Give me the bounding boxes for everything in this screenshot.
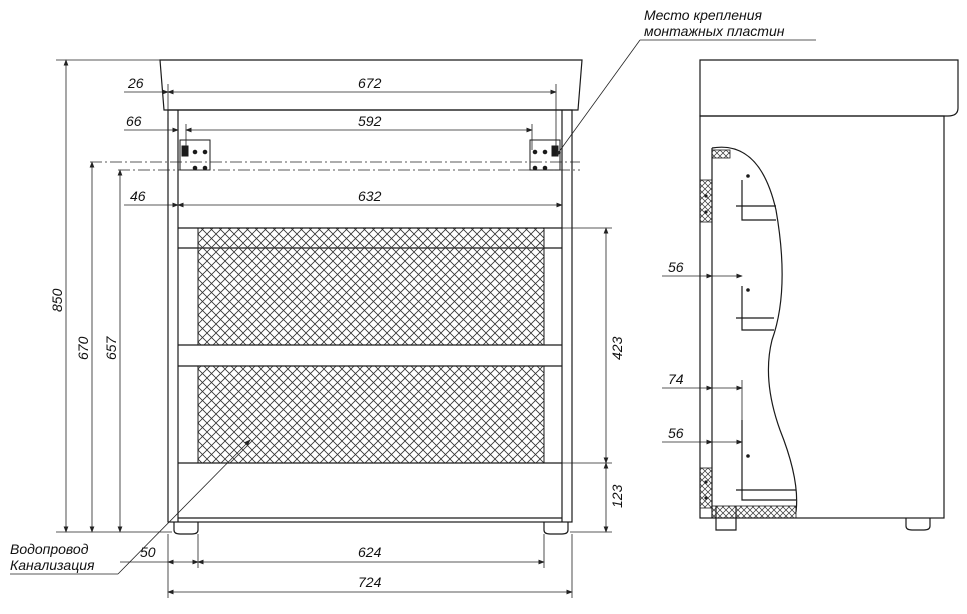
- note-sewer: Канализация: [10, 557, 95, 573]
- left-dimensions: [56, 59, 172, 533]
- dim-670: 670: [75, 336, 91, 360]
- right-dimensions: [544, 227, 612, 533]
- dim-724: 724: [358, 574, 382, 590]
- dim-850: 850: [49, 288, 65, 312]
- side-bottom-hatch: [711, 505, 797, 519]
- side-body: [699, 115, 945, 519]
- top-dimensions: [124, 84, 563, 208]
- note-mount-line2: монтажных пластин: [644, 23, 785, 39]
- dim-592: 592: [358, 113, 382, 129]
- dim-side-56-top: 56: [668, 259, 684, 275]
- lower-drawer-hatch: [197, 365, 545, 464]
- side-basin: [699, 59, 959, 117]
- side-wave-front: [711, 146, 798, 513]
- dim-672: 672: [358, 75, 382, 91]
- mounting-plates: [179, 139, 561, 171]
- side-dimensions: [662, 273, 743, 445]
- front-legs: [173, 522, 569, 535]
- dim-624: 624: [358, 544, 382, 560]
- upper-drawer-hatch: [197, 227, 545, 346]
- side-wall-hatch-bottom: [699, 467, 713, 509]
- dim-66: 66: [126, 113, 142, 129]
- side-view: [699, 59, 959, 531]
- dim-632: 632: [358, 188, 382, 204]
- dim-side-74: 74: [668, 371, 684, 387]
- center-lines: [90, 161, 580, 171]
- dim-side-56-bottom: 56: [668, 425, 684, 441]
- side-dots: [704, 174, 750, 500]
- bottom-dimensions: [120, 534, 573, 598]
- dim-46: 46: [130, 188, 146, 204]
- dim-123: 123: [609, 484, 625, 508]
- dim-50: 50: [140, 544, 156, 560]
- side-top-hatch: [711, 149, 731, 159]
- front-cabinet-frame: [167, 109, 573, 523]
- side-wall-hatch-top: [699, 179, 713, 223]
- dim-657: 657: [103, 335, 119, 360]
- note-mount-line1: Место крепления: [644, 7, 763, 23]
- callout-lines: [10, 39, 816, 575]
- dim-423: 423: [609, 336, 625, 360]
- dim-26: 26: [127, 75, 144, 91]
- note-water: Водопровод: [10, 541, 89, 557]
